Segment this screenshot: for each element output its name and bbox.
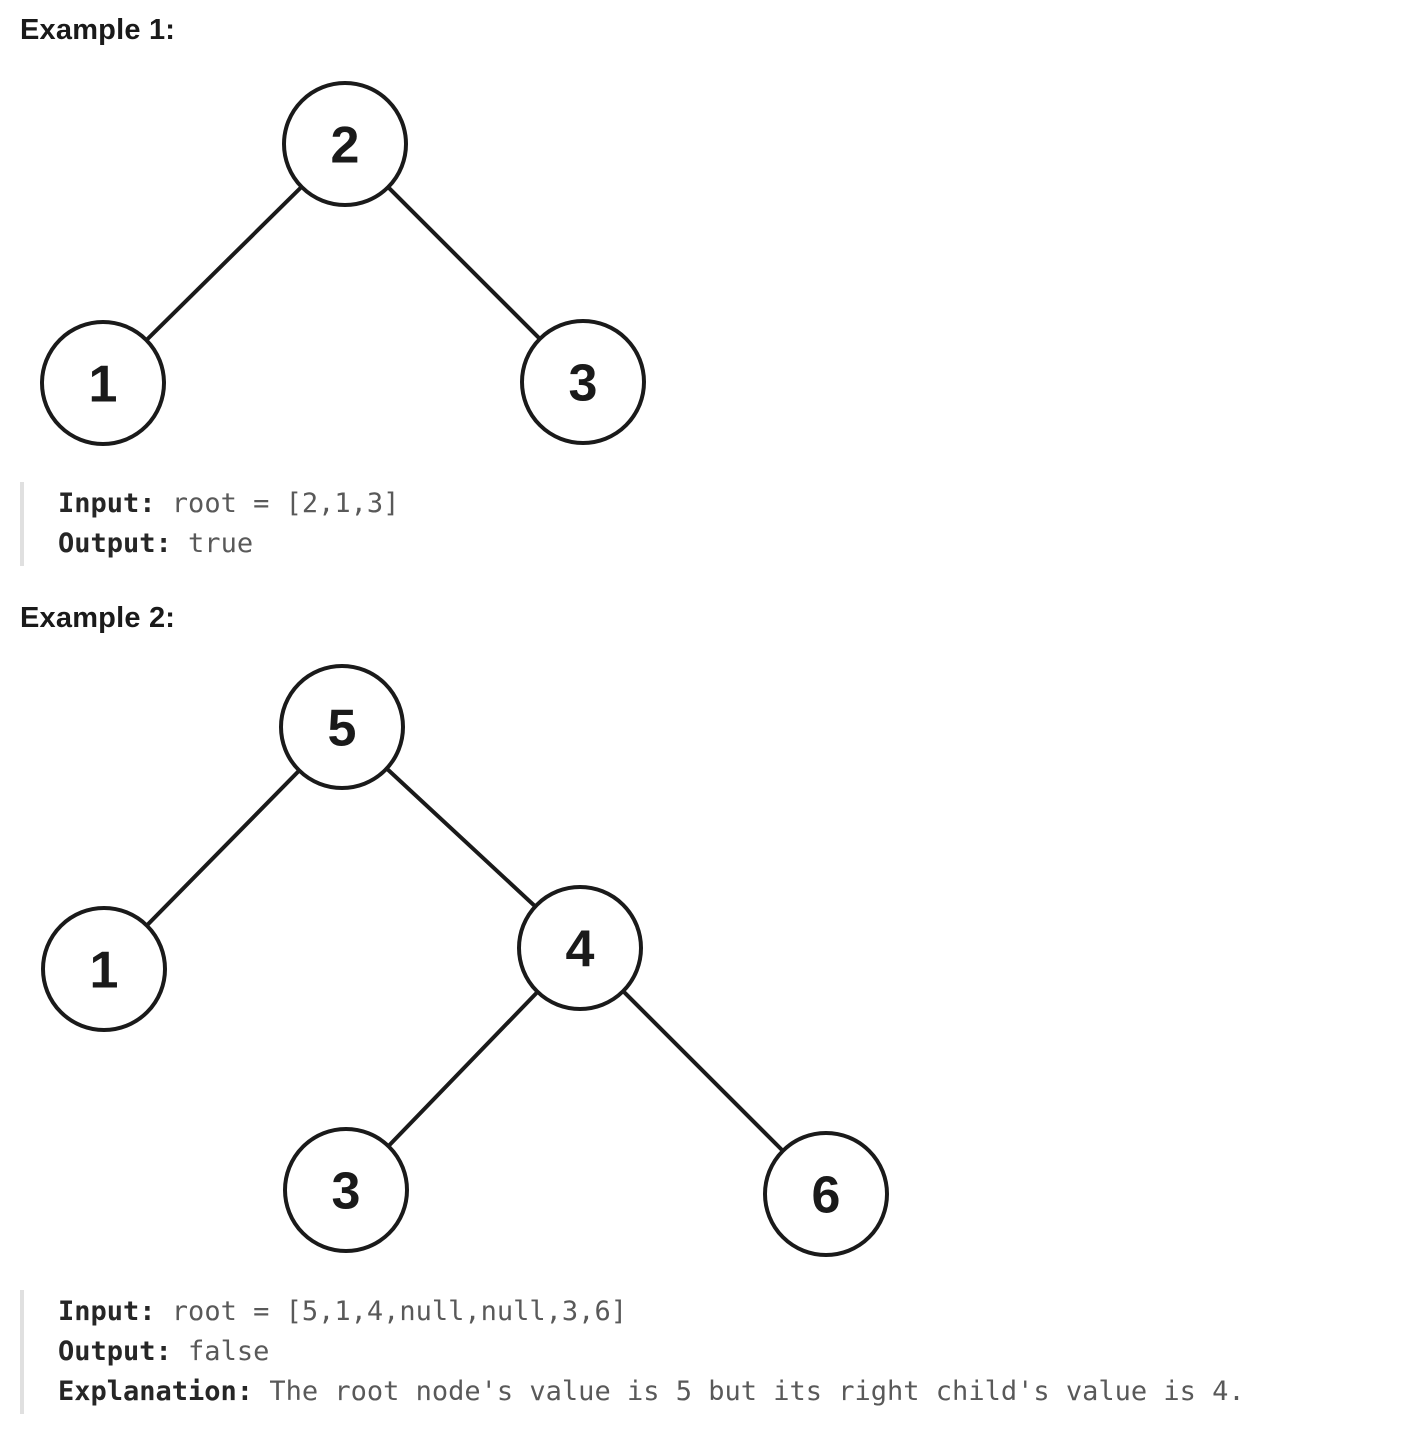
tree-node-circle <box>520 319 646 445</box>
io-line: Input: root = [5,1,4,null,null,3,6] <box>58 1292 1416 1332</box>
tree-node-value: 3 <box>332 1163 361 1221</box>
io-line: Output: true <box>58 524 1416 564</box>
io-label: Input: <box>58 1296 156 1327</box>
io-value: false <box>171 1336 270 1367</box>
tree-node-value: 5 <box>328 700 357 758</box>
tree-node: 1 <box>41 906 167 1032</box>
io-line: Input: root = [2,1,3] <box>58 484 1416 524</box>
io-value: true <box>171 528 254 559</box>
io-label: Input: <box>58 488 156 519</box>
tree-node-circle <box>40 320 166 446</box>
tree-node: 5 <box>279 664 405 790</box>
io-value: root = [2,1,3] <box>155 488 400 519</box>
io-line: Output: false <box>58 1332 1416 1372</box>
binary-tree-diagram-1: 2 1 3 <box>40 81 646 446</box>
example-1-io-block: Input: root = [2,1,3]Output: true <box>20 482 1416 566</box>
tree-node: 1 <box>40 320 166 446</box>
tree-node-value: 1 <box>90 942 119 1000</box>
tree-node-circle <box>283 1127 409 1253</box>
tree-node-value: 3 <box>569 355 598 413</box>
tree-node: 6 <box>763 1131 889 1257</box>
io-label: Explanation: <box>58 1376 254 1407</box>
tree-node-circle <box>763 1131 889 1257</box>
tree-node-value: 2 <box>331 117 360 175</box>
example-2-heading: Example 2: <box>20 602 176 634</box>
example-2-section: Example 2: 5 1 4 3 6 Input: root = [5,1,4,nu… <box>20 600 1416 1414</box>
tree-node-value: 1 <box>89 356 118 414</box>
tree-node: 3 <box>283 1127 409 1253</box>
tree-node-value: 4 <box>566 921 595 979</box>
io-label: Output: <box>58 1336 172 1367</box>
example-2-io-block: Input: root = [5,1,4,null,null,3,6]Outpu… <box>20 1290 1416 1414</box>
io-line: Explanation: The root node's value is 5 … <box>58 1372 1416 1412</box>
tree-node: 4 <box>517 885 643 1011</box>
tree-node-circle <box>517 885 643 1011</box>
io-value: root = [5,1,4,null,null,3,6] <box>155 1296 627 1327</box>
binary-tree-diagram-2: 5 1 4 3 6 <box>41 664 889 1257</box>
tree-node-value: 6 <box>812 1167 841 1225</box>
tree-node-circle <box>41 906 167 1032</box>
example-1-heading: Example 1: <box>20 14 176 46</box>
io-value: The root node's value is 5 but its right… <box>253 1376 1245 1407</box>
tree-node-circle <box>279 664 405 790</box>
tree-node: 2 <box>282 81 408 207</box>
tree-node-circle <box>282 81 408 207</box>
io-label: Output: <box>58 528 172 559</box>
tree-node: 3 <box>520 319 646 445</box>
